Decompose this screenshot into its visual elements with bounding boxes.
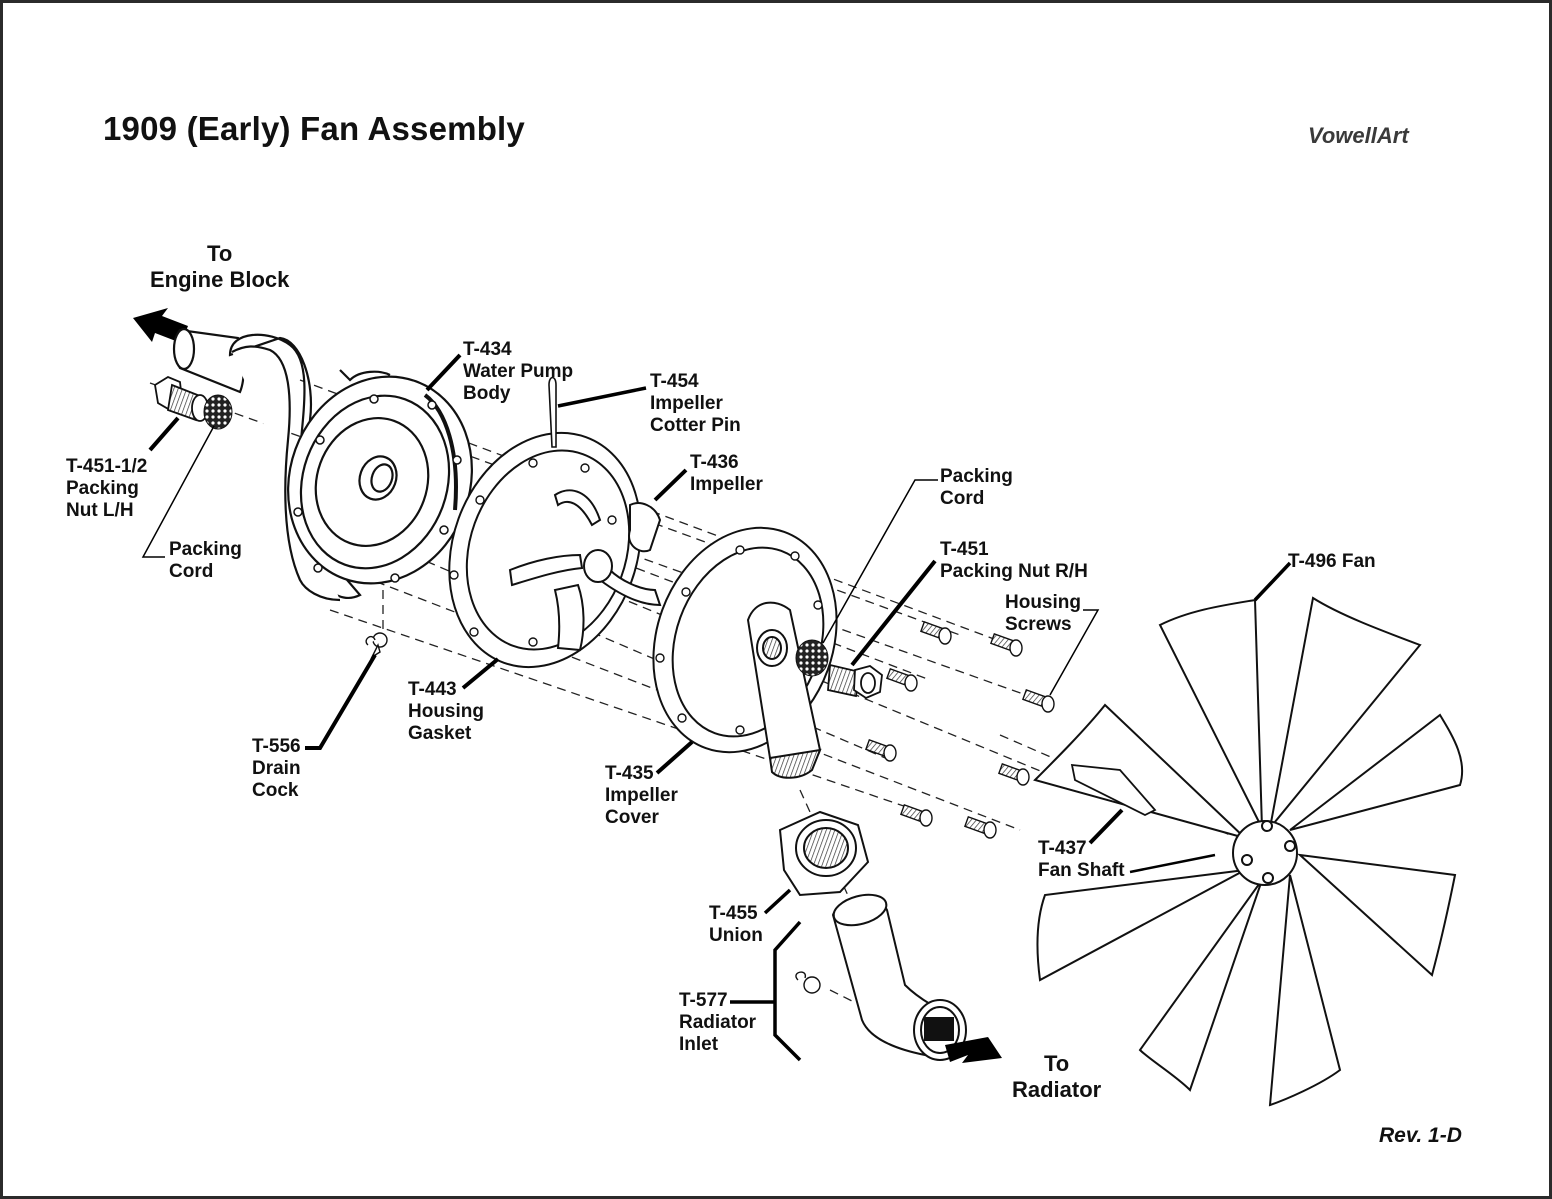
engine-flow-arrow xyxy=(133,308,188,343)
radiator-drain-cock xyxy=(795,971,821,994)
packing-cord-lh-part xyxy=(203,394,233,430)
fan xyxy=(1033,596,1464,1107)
fan-blade xyxy=(1138,879,1263,1092)
part-label-t556: T-556 Drain Cock xyxy=(252,736,301,801)
revision-label: Rev. 1-D xyxy=(1379,1124,1462,1147)
part-label-t451-half: T-451-1/2 Packing Nut L/H xyxy=(66,456,148,521)
fan-blade xyxy=(1289,713,1464,831)
screw xyxy=(864,738,897,762)
impeller xyxy=(508,489,662,652)
union-nut xyxy=(778,810,870,897)
part-label-t455: T-455 Union xyxy=(709,903,763,946)
fan-shaft xyxy=(1070,763,1157,817)
leader-lines xyxy=(141,353,1292,1062)
screw xyxy=(997,762,1030,786)
part-label-t443: T-443 Housing Gasket xyxy=(408,679,484,744)
screw xyxy=(963,815,997,839)
part-label-packing-cord-rh: Packing Cord xyxy=(940,466,1013,509)
fan-blade xyxy=(1036,869,1246,982)
fan-blade xyxy=(1158,598,1263,829)
part-label-t577: T-577 Radiator Inlet xyxy=(679,990,757,1055)
screw xyxy=(919,620,952,645)
brand-watermark: VowellArt xyxy=(1308,123,1409,148)
housing-gasket xyxy=(448,431,642,669)
packing-nut-rh xyxy=(827,663,883,700)
water-pump-body xyxy=(172,327,473,602)
cover-holes xyxy=(655,545,823,735)
packing-nut-lh xyxy=(154,375,209,422)
part-label-t436: T-436 Impeller xyxy=(690,452,763,495)
flow-label-radiator: To Radiator xyxy=(1012,1051,1102,1102)
packing-cord-rh-part xyxy=(795,639,829,677)
diagram-title: 1909 (Early) Fan Assembly xyxy=(103,110,525,147)
part-label-t451: T-451 Packing Nut R/H xyxy=(940,539,1088,582)
screw xyxy=(899,803,933,827)
housing-screws xyxy=(864,620,1055,839)
fan-blade xyxy=(1033,703,1246,839)
fan-blade xyxy=(1268,874,1342,1107)
fan-blade xyxy=(1296,853,1457,977)
radiator-flow-arrow xyxy=(945,1028,1002,1063)
part-label-t454: T-454 Impeller Cotter Pin xyxy=(650,371,741,436)
part-label-t434: T-434 Water Pump Body xyxy=(463,339,574,404)
part-label-t496: T-496 Fan xyxy=(1288,551,1376,572)
part-label-t435: T-435 Impeller Cover xyxy=(605,763,678,828)
screw xyxy=(1021,688,1055,713)
fan-blade xyxy=(1269,596,1422,829)
body-bolt-holes xyxy=(293,394,462,583)
part-label-t437: T-437 Fan Shaft xyxy=(1038,838,1125,881)
radiator-inlet xyxy=(831,893,967,1061)
flow-label-engine-block: To Engine Block xyxy=(150,241,290,292)
impeller-cotter-pin xyxy=(548,376,557,448)
drain-cock xyxy=(365,632,388,659)
impeller-cover xyxy=(652,526,838,779)
screw xyxy=(989,632,1023,657)
screw xyxy=(885,667,918,692)
part-label-housing-screws: Housing Screws xyxy=(1005,592,1081,635)
gasket-holes xyxy=(449,458,617,647)
part-label-packing-cord-lh: Packing Cord xyxy=(169,539,242,582)
